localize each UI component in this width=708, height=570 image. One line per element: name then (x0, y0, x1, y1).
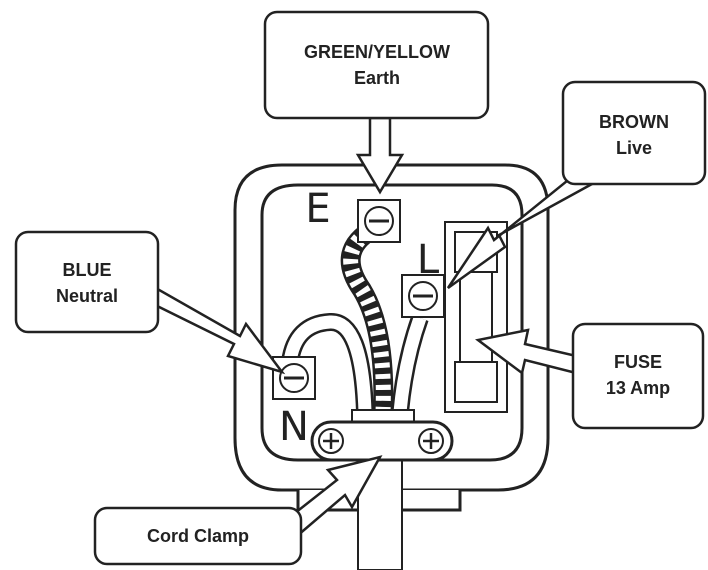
live-colour-label: BROWN (599, 112, 669, 132)
earth-terminal (357, 199, 401, 243)
clamp-screw-right (418, 428, 444, 454)
earth-terminal-letter: E (305, 186, 330, 232)
live-label-box: BROWN Live (561, 80, 707, 186)
fuse-label: FUSE (614, 352, 662, 372)
fuse-label-box: FUSE 13 Amp (571, 322, 705, 430)
clamp-label-box: Cord Clamp (93, 506, 303, 566)
live-wire (391, 314, 429, 413)
neutral-terminal-letter: N (279, 404, 309, 450)
fuse-rating-label: 13 Amp (606, 378, 670, 398)
cord-clamp (310, 409, 454, 462)
earth-colour-label: GREEN/YELLOW (304, 42, 450, 62)
cord-clamp-label: Cord Clamp (147, 526, 249, 546)
neutral-label-box: BLUE Neutral (14, 230, 160, 334)
live-arrow (446, 166, 594, 290)
earth-wire (340, 219, 394, 413)
neutral-arrow (143, 285, 286, 375)
neutral-colour-label: BLUE (63, 260, 112, 280)
fuse-arrow (475, 328, 587, 376)
neutral-terminal (272, 356, 316, 400)
earth-arrow (355, 116, 405, 195)
earth-label-box: GREEN/YELLOW Earth (263, 10, 490, 120)
live-terminal (401, 274, 445, 318)
live-name-label: Live (616, 138, 652, 158)
neutral-name-label: Neutral (56, 286, 118, 306)
clamp-screw-left (318, 428, 344, 454)
neutral-wire (281, 313, 374, 413)
live-terminal-letter: L (417, 237, 440, 283)
earth-name-label: Earth (354, 68, 400, 88)
